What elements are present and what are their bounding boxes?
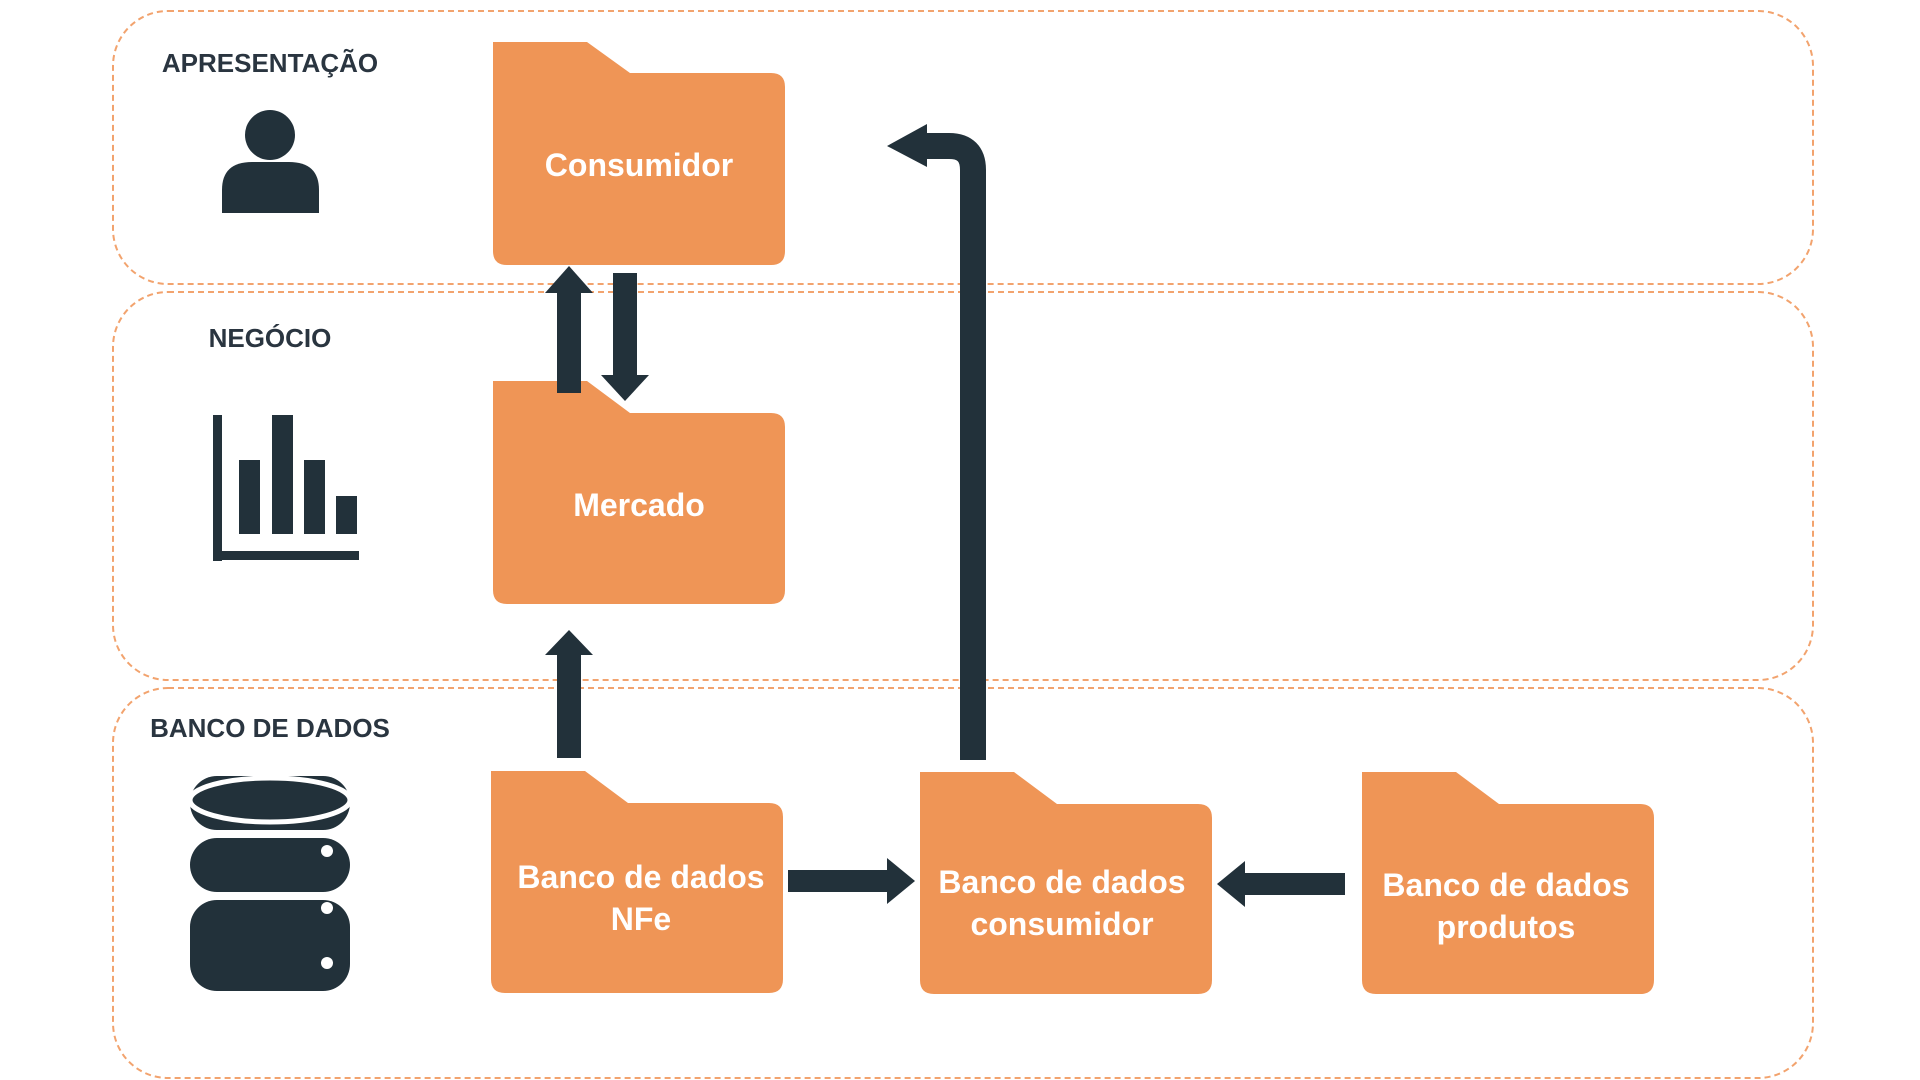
bar-chart-icon [213,415,359,561]
folder-mercado-label: Mercado [573,487,705,523]
folder-bd-produtos-label-line2: produtos [1437,909,1576,945]
folder-bd-consumidor-label-line2: consumidor [970,906,1153,942]
folder-consumidor-label: Consumidor [545,147,733,183]
folder-bd-consumidor: Banco de dados consumidor [920,772,1212,994]
folder-mercado: Mercado [493,381,785,604]
layer-label-banco: BANCO DE DADOS [150,713,390,743]
arrow-bd-consumidor-to-consumidor [887,124,986,760]
folder-bd-nfe-label-line2: NFe [611,901,671,937]
layer-label-apresentacao: APRESENTAÇÃO [162,48,378,78]
arrow-nfe-to-mercado [545,630,593,758]
database-icon [187,775,353,991]
arrow-mercado-to-consumidor [545,266,593,393]
arrow-consumidor-to-mercado [601,273,649,401]
folder-bd-produtos: Banco de dados produtos [1362,772,1654,994]
folder-consumidor: Consumidor [493,42,785,265]
arrow-nfe-to-bd-consumidor [788,858,915,904]
folder-bd-nfe-label-line1: Banco de dados [517,859,764,895]
arrow-produtos-to-bd-consumidor [1217,861,1345,907]
folder-bd-produtos-label-line1: Banco de dados [1382,867,1629,903]
layer-label-negocio: NEGÓCIO [209,323,332,353]
user-icon [222,110,319,213]
folder-bd-nfe: Banco de dados NFe [491,771,783,993]
folder-bd-consumidor-label-line1: Banco de dados [938,864,1185,900]
